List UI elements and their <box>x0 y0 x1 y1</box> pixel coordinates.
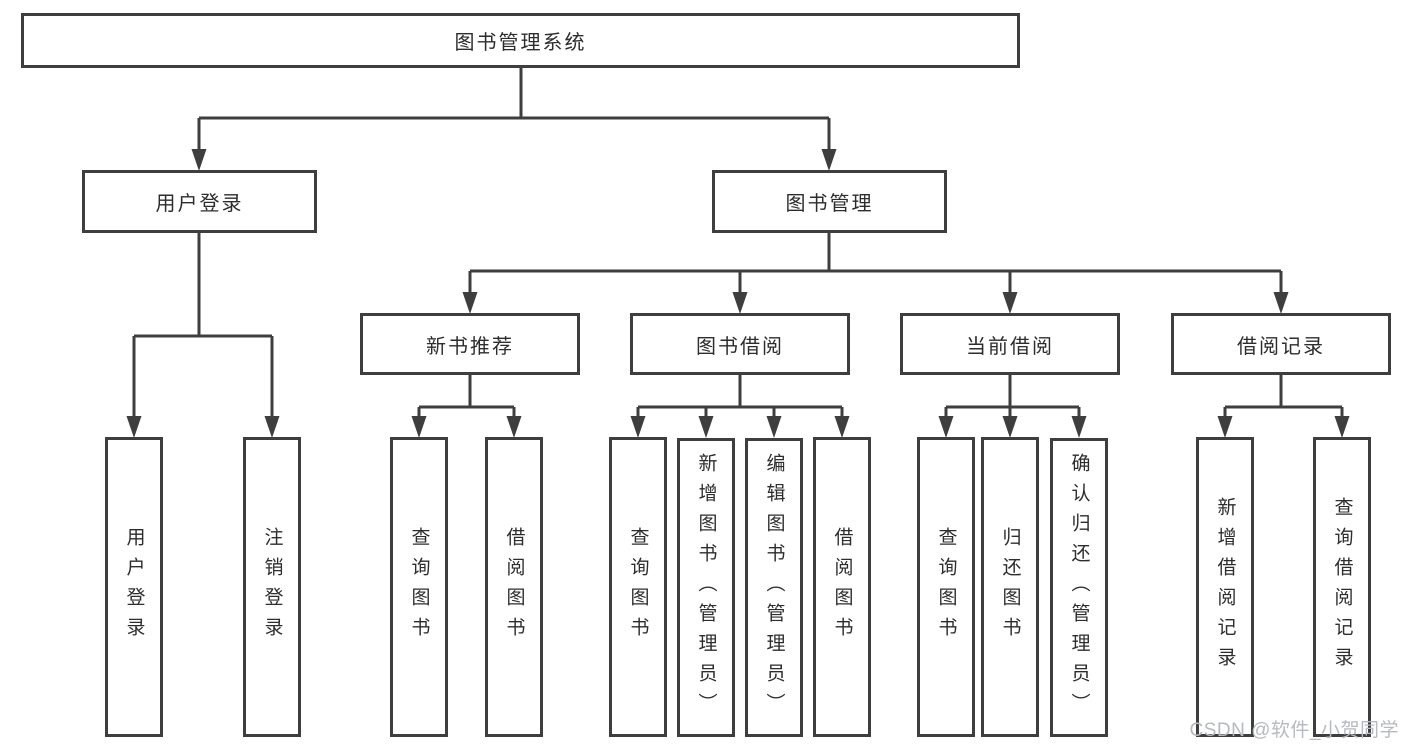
leaf-user-login: 用户登录 <box>105 437 163 737</box>
leaf-borrowing-borrow-books: 借阅图书 <box>813 437 871 737</box>
leaf-borrowing-add-books-admin-label: 新增图书（管理员） <box>695 452 717 723</box>
leaf-borrowing-edit-books-admin-label: 编辑图书（管理员） <box>763 452 785 723</box>
leaf-recommend-query-books-label: 查询图书 <box>408 527 430 647</box>
watermark: CSDN @软件_小贺同学 <box>1189 720 1399 741</box>
leaf-records-add-record-label: 新增借阅记录 <box>1214 497 1236 677</box>
leaf-borrowing-add-books-admin: 新增图书（管理员） <box>677 438 735 737</box>
leaf-current-return-books-label: 归还图书 <box>999 527 1021 647</box>
leaf-records-query-record: 查询借阅记录 <box>1313 437 1371 737</box>
node-library-system: 图书管理系统 <box>21 13 1020 68</box>
leaf-records-query-record-label: 查询借阅记录 <box>1331 497 1353 677</box>
leaf-recommend-borrow-books: 借阅图书 <box>485 437 543 737</box>
leaf-current-confirm-return-admin-label: 确认归还（管理员） <box>1068 452 1090 723</box>
connector-records-to-leaves <box>1223 375 1344 421</box>
leaf-current-return-books: 归还图书 <box>981 437 1039 737</box>
connector-current-to-leaves <box>944 375 1081 421</box>
node-borrowing-records: 借阅记录 <box>1171 313 1391 375</box>
node-book-borrowing: 图书借阅 <box>630 313 850 375</box>
leaf-borrowing-borrow-books-label: 借阅图书 <box>831 527 853 647</box>
node-book-management: 图书管理 <box>712 170 947 233</box>
leaf-borrowing-query-books-label: 查询图书 <box>627 527 649 647</box>
leaf-current-confirm-return-admin: 确认归还（管理员） <box>1050 438 1108 737</box>
node-new-book-recommend: 新书推荐 <box>360 313 580 375</box>
leaf-logout-label: 注销登录 <box>261 527 283 647</box>
node-user-login: 用户登录 <box>82 170 317 233</box>
leaf-recommend-borrow-books-label: 借阅图书 <box>503 527 525 647</box>
leaf-borrowing-edit-books-admin: 编辑图书（管理员） <box>745 438 803 737</box>
leaf-current-query-books: 查询图书 <box>917 437 975 737</box>
connector-borrowing-to-leaves <box>636 375 844 421</box>
node-current-borrowing: 当前借阅 <box>900 313 1120 375</box>
leaf-user-login-label: 用户登录 <box>123 527 145 647</box>
connector-recommend-to-leaves <box>417 375 516 421</box>
leaf-records-add-record: 新增借阅记录 <box>1196 437 1254 737</box>
connector-mgmt-to-level3 <box>468 233 1283 295</box>
leaf-borrowing-query-books: 查询图书 <box>609 437 667 737</box>
arrowheads <box>126 149 1350 438</box>
connector-root-to-level2 <box>197 68 831 152</box>
leaf-logout: 注销登录 <box>243 437 301 737</box>
leaf-current-query-books-label: 查询图书 <box>935 527 957 647</box>
leaf-recommend-query-books: 查询图书 <box>390 437 448 737</box>
connector-login-to-leaves <box>132 233 274 419</box>
